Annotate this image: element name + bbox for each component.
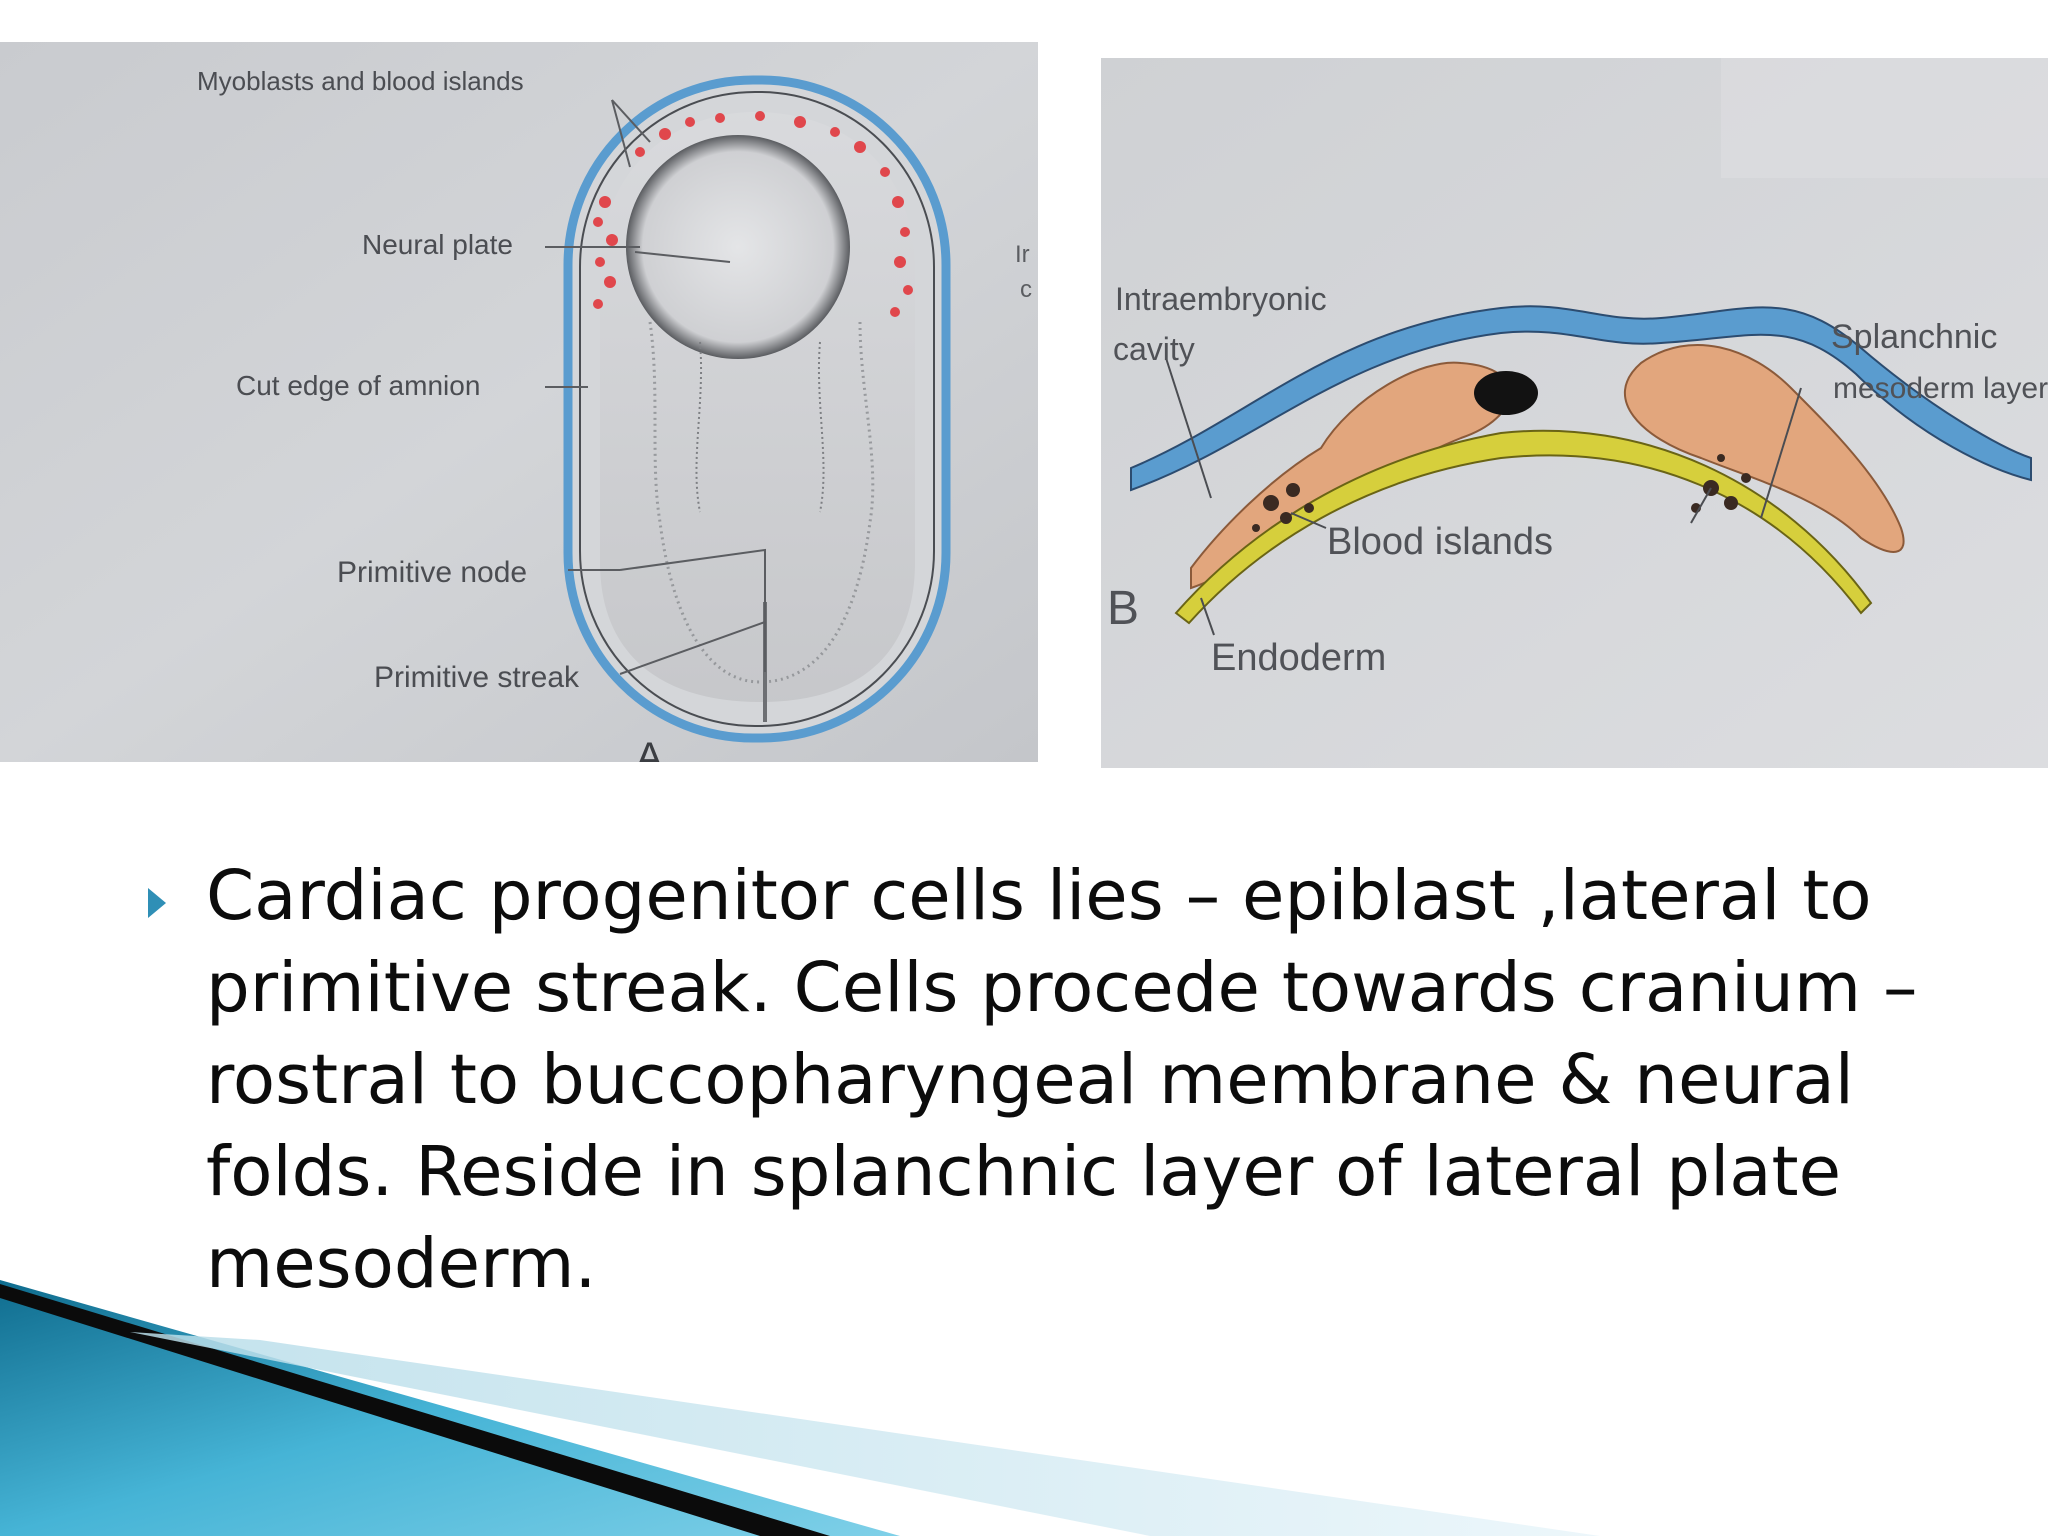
blood-islands-marks xyxy=(593,111,913,317)
label-cavity: cavity xyxy=(1113,331,1195,367)
label-primitive-node: Primitive node xyxy=(337,556,527,589)
cropped-text-1: Ir xyxy=(1015,241,1030,268)
panel-letter-b: B xyxy=(1107,582,1139,635)
bullet-item: Cardiac progenitor cells lies – epiblast… xyxy=(148,850,2028,1310)
figure-a-diagram: Myoblasts and blood islands Neural plate… xyxy=(0,42,1038,762)
endoderm-layer xyxy=(1174,429,1873,625)
mesoderm-right xyxy=(1623,343,1905,553)
label-intraembryonic: Intraembryonic xyxy=(1115,281,1327,317)
head-fold xyxy=(626,135,850,359)
panel-letter-a: A xyxy=(636,735,663,762)
label-mesoderm-layer: mesoderm layer xyxy=(1833,372,2048,405)
label-endoderm: Endoderm xyxy=(1211,637,1386,679)
cropped-text-2: c xyxy=(1020,276,1032,303)
figure-b-photo: Intraembryonic cavity Splanchnic mesoder… xyxy=(1101,58,2048,768)
notochord xyxy=(1474,371,1538,415)
bullet-arrow-icon xyxy=(148,888,166,918)
ectoderm-layer xyxy=(1130,305,2032,492)
label-splanchnic: Splanchnic xyxy=(1831,318,1997,356)
figure-b-diagram: Intraembryonic cavity Splanchnic mesoder… xyxy=(1101,58,2048,768)
blood-island-dots xyxy=(1252,454,1751,532)
label-primitive-streak: Primitive streak xyxy=(374,661,580,694)
bullet-text: Cardiac progenitor cells lies – epiblast… xyxy=(206,856,1918,1304)
figure-a-photo: Myoblasts and blood islands Neural plate… xyxy=(0,42,1038,762)
label-neural-plate: Neural plate xyxy=(362,229,513,260)
label-blood-islands: Blood islands xyxy=(1327,521,1553,563)
decorative-swoosh xyxy=(0,1280,1600,1536)
label-cut-edge-amnion: Cut edge of amnion xyxy=(236,370,480,401)
label-myoblasts: Myoblasts and blood islands xyxy=(197,66,524,96)
